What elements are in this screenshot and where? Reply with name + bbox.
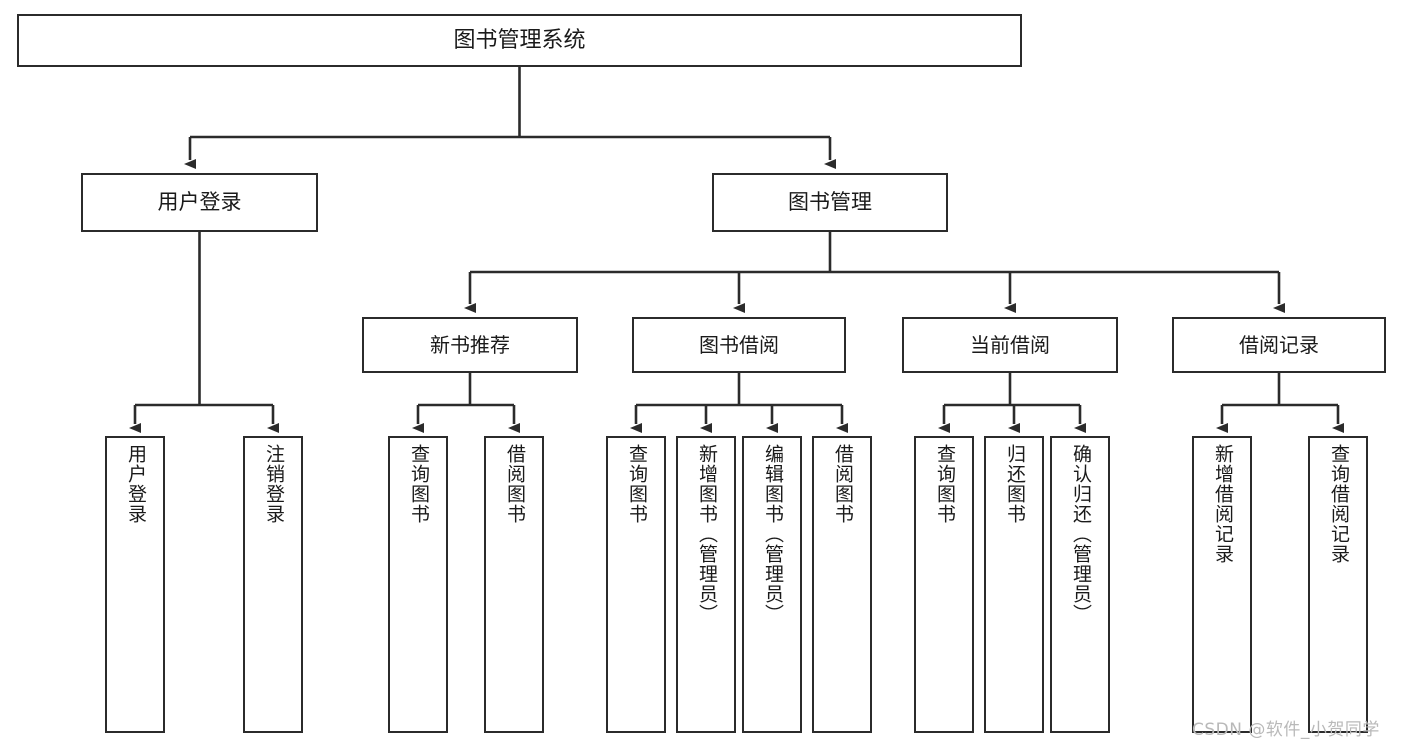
node-book-manage-label: 图书管理 <box>788 190 872 215</box>
node-leaf-borrow-book-new-label: 借阅图书 <box>503 444 526 524</box>
node-leaf-query-book-cur-label: 查询图书 <box>933 444 956 524</box>
node-leaf-query-book-bor-label: 查询图书 <box>625 444 648 524</box>
node-current-borrow[interactable]: 当前借阅 <box>902 317 1118 373</box>
node-leaf-query-book-cur[interactable]: 查询图书 <box>914 436 974 733</box>
node-leaf-return-book[interactable]: 归还图书 <box>984 436 1044 733</box>
node-leaf-query-book-bor[interactable]: 查询图书 <box>606 436 666 733</box>
node-book-borrow[interactable]: 图书借阅 <box>632 317 846 373</box>
node-borrow-record-label: 借阅记录 <box>1239 332 1319 357</box>
node-leaf-query-book-new-label: 查询图书 <box>407 444 430 524</box>
node-leaf-user-logout[interactable]: 注销登录 <box>243 436 303 733</box>
node-leaf-query-record-label: 查询借阅记录 <box>1327 444 1350 564</box>
node-leaf-query-record[interactable]: 查询借阅记录 <box>1308 436 1368 733</box>
node-root[interactable]: 图书管理系统 <box>17 14 1022 67</box>
node-root-label: 图书管理系统 <box>453 27 586 53</box>
node-new-book-rec[interactable]: 新书推荐 <box>362 317 578 373</box>
node-leaf-add-book[interactable]: 新增图书（管理员） <box>676 436 736 733</box>
node-user-login[interactable]: 用户登录 <box>81 173 318 232</box>
node-leaf-user-login[interactable]: 用户登录 <box>105 436 165 733</box>
node-leaf-add-book-label: 新增图书（管理员） <box>695 444 718 624</box>
node-user-login-label: 用户登录 <box>157 190 242 215</box>
node-leaf-borrow-book-bor-label: 借阅图书 <box>831 444 854 524</box>
node-leaf-add-record-label: 新增借阅记录 <box>1211 444 1234 564</box>
node-leaf-user-logout-label: 注销登录 <box>262 444 285 524</box>
node-leaf-confirm-return[interactable]: 确认归还（管理员） <box>1050 436 1110 733</box>
csdn-watermark: CSDN @软件_小贺同学 <box>1192 720 1380 740</box>
node-leaf-query-book-new[interactable]: 查询图书 <box>388 436 448 733</box>
node-leaf-edit-book-label: 编辑图书（管理员） <box>761 444 784 624</box>
node-book-manage[interactable]: 图书管理 <box>712 173 948 232</box>
node-leaf-borrow-book-bor[interactable]: 借阅图书 <box>812 436 872 733</box>
node-leaf-edit-book[interactable]: 编辑图书（管理员） <box>742 436 802 733</box>
node-leaf-borrow-book-new[interactable]: 借阅图书 <box>484 436 544 733</box>
node-leaf-return-book-label: 归还图书 <box>1003 444 1026 524</box>
node-borrow-record[interactable]: 借阅记录 <box>1172 317 1386 373</box>
node-leaf-user-login-label: 用户登录 <box>124 444 147 524</box>
node-leaf-confirm-return-label: 确认归还（管理员） <box>1069 444 1092 624</box>
node-new-book-rec-label: 新书推荐 <box>430 332 510 357</box>
node-current-borrow-label: 当前借阅 <box>970 332 1050 357</box>
node-leaf-add-record[interactable]: 新增借阅记录 <box>1192 436 1252 733</box>
node-book-borrow-label: 图书借阅 <box>699 332 779 357</box>
